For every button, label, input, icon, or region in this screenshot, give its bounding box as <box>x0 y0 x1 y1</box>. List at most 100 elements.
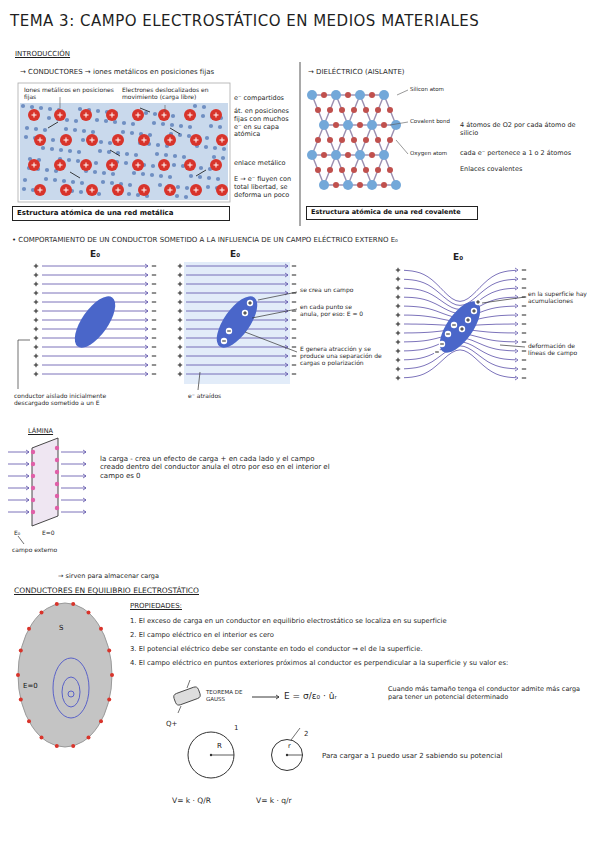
caption-box: Estructura atómica de una red metálica <box>12 206 230 221</box>
charge-dot <box>471 308 477 314</box>
oxygen-atom <box>327 107 333 113</box>
minus-sign <box>292 374 296 375</box>
electron-dot <box>39 106 43 110</box>
center-dot <box>286 754 288 756</box>
image-frame <box>18 83 230 202</box>
minus-sign <box>152 356 156 357</box>
shape-text: R <box>217 742 222 750</box>
field-line <box>186 347 288 348</box>
plus-sign <box>178 336 182 340</box>
leader-line <box>170 128 180 134</box>
leader-line <box>252 697 279 698</box>
plus-sign <box>136 113 141 118</box>
plus-sign <box>34 282 38 286</box>
electron-dot <box>188 125 192 129</box>
conductor-shape: R <box>186 730 236 780</box>
divider-line <box>300 62 301 226</box>
charge-dot <box>465 317 471 323</box>
plus-sign <box>178 354 182 358</box>
plus-sign <box>38 188 43 193</box>
plus-sign <box>34 273 38 277</box>
minus-sign <box>522 324 526 325</box>
oxygen-atom <box>357 122 363 128</box>
electron-dot <box>134 153 138 157</box>
plus-sign <box>178 273 182 277</box>
field-line <box>8 452 29 453</box>
minus-sign <box>292 347 296 348</box>
induced-field-zone <box>184 262 290 384</box>
charge-dot <box>459 326 465 332</box>
note-text: conductor aislado inicialmente descargad… <box>14 392 132 406</box>
note-text: enlace metálico <box>234 160 296 168</box>
minus-sign <box>522 369 526 370</box>
plus-sign <box>34 318 38 322</box>
plus-sign <box>248 301 252 305</box>
silicon-atom <box>391 180 401 190</box>
minus-sign <box>435 352 439 353</box>
note-text: campo externo <box>12 546 87 553</box>
plus-sign <box>168 138 173 143</box>
note-text: se crea un campo <box>300 286 362 293</box>
field-line <box>61 488 86 489</box>
note-text: → CONDUCTORES → iones metálicos en posic… <box>20 68 295 76</box>
surface-charge <box>27 627 31 631</box>
note-text: E₀ <box>230 249 240 260</box>
electron-dot <box>93 170 97 174</box>
electron-dot <box>59 148 63 152</box>
leader-line <box>245 332 297 352</box>
electron-dot <box>206 185 210 189</box>
arrow-head <box>285 282 288 286</box>
minus-sign <box>152 338 156 339</box>
oxygen-atom <box>375 107 381 113</box>
surface-charge <box>71 602 75 606</box>
ion-circle <box>138 184 150 196</box>
oxygen-atom <box>369 92 375 98</box>
plus-sign <box>178 291 182 295</box>
arrow-head <box>26 462 29 466</box>
oxygen-atom <box>381 182 387 188</box>
electron-dot <box>184 195 188 199</box>
oxygen-atom <box>363 107 369 113</box>
note-text: V= k · q/r <box>256 796 292 805</box>
oxygen-atom <box>375 137 381 143</box>
node-outline <box>15 600 115 750</box>
field-line <box>42 293 148 294</box>
oxygen-atom <box>381 122 387 128</box>
field-line <box>404 350 516 378</box>
charge-dot <box>226 328 232 334</box>
plus-sign <box>178 327 182 331</box>
silicon-atom <box>367 180 377 190</box>
note-text: 1. El exceso de carga en un conductor en… <box>130 617 588 625</box>
note-text: → sirven para almacenar carga <box>58 573 258 581</box>
electron-dot <box>68 149 72 153</box>
plus-sign <box>396 349 400 353</box>
arrow-head <box>145 327 148 331</box>
arrow-head <box>145 318 148 322</box>
ion-circle <box>190 134 202 146</box>
oxygen-atom <box>327 137 333 143</box>
plus-sign <box>162 163 167 168</box>
minus-sign <box>522 315 526 316</box>
plus-sign <box>396 313 400 317</box>
minus-sign <box>446 334 450 335</box>
plus-sign <box>136 163 141 168</box>
leader-line <box>258 292 297 300</box>
oxygen-atom <box>321 152 327 158</box>
ion-circle <box>138 134 150 146</box>
shape-text: r <box>288 743 291 751</box>
plus-sign <box>178 372 182 376</box>
electron-dot <box>74 119 78 123</box>
plus-sign <box>188 113 193 118</box>
plus-sign <box>396 376 400 380</box>
minus-sign <box>522 288 526 289</box>
electron-dot <box>62 179 66 183</box>
oxygen-atom <box>315 167 321 173</box>
charge-dot <box>439 341 445 347</box>
field-line <box>186 374 288 375</box>
note-text: Covalent bond <box>410 118 456 125</box>
electron-dot <box>102 171 106 175</box>
minus-sign <box>152 266 156 267</box>
plus-sign <box>188 163 193 168</box>
charge-dot <box>55 506 59 510</box>
minus-sign <box>292 320 296 321</box>
